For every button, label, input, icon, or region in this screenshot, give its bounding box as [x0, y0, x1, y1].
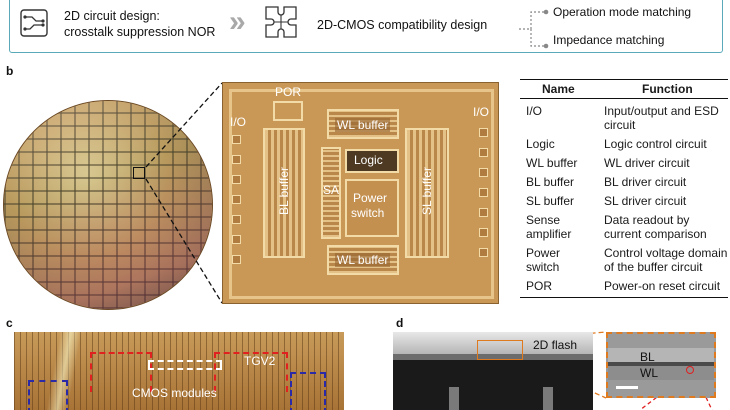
chip-micrograph: I/O I/O POR BL buffer WL buffer SA Logic… [222, 82, 499, 304]
workflow-banner: 2D circuit design: crosstalk suppression… [9, 0, 723, 53]
chip-label-wl-top: WL buffer [335, 118, 391, 132]
chip-label-io-left: I/O [230, 115, 247, 129]
chip-label-bl: BL buffer [277, 166, 291, 215]
table-header: Name Function [520, 79, 728, 99]
bl-label: BL [640, 350, 655, 364]
tgv-region [148, 360, 222, 370]
panel-label-c: c [6, 316, 13, 330]
scale-bar [616, 386, 638, 389]
table-row: WL buffer WL driver circuit [526, 156, 690, 170]
logic-block [345, 149, 399, 173]
wl-label: WL [640, 366, 658, 380]
tgv-label: TGV2 [244, 354, 276, 368]
power-switch-block [345, 179, 399, 237]
step2-title: 2D-CMOS compatibility design [317, 18, 488, 32]
table-row: Logic Logic control circuit [526, 137, 707, 151]
chip-label-sl: SL buffer [420, 166, 434, 215]
wafer-photo [3, 100, 213, 310]
matching-item-impedance: Impedance matching [553, 33, 665, 47]
chip-label-power: Power [353, 191, 388, 205]
por-block [273, 101, 303, 121]
cmos-photo: TGV2 CMOS modules [14, 332, 344, 410]
tem-inset: BL WL [606, 332, 716, 398]
chip-label-io-right: I/O [473, 105, 490, 119]
branch-connector [519, 9, 549, 49]
sa-block [321, 147, 341, 239]
red-region-right [214, 352, 288, 392]
sl-buffer-block [405, 128, 449, 258]
step1-title: 2D circuit design: [64, 9, 160, 23]
blue-region-right [290, 372, 326, 410]
chip-label-por: POR [275, 85, 302, 99]
chip-label-wl-bottom: WL buffer [335, 253, 391, 267]
chip-label-switch: switch [351, 206, 385, 220]
table-row: BL buffer BL driver circuit [526, 175, 687, 189]
wafer-zoom-marker [133, 167, 145, 179]
panel-label-d: d [396, 316, 404, 330]
red-region-left [90, 352, 152, 392]
chip-label-sa: SA [323, 183, 340, 197]
table-row: SL buffer SL driver circuit [526, 194, 687, 208]
cross-section-photo: 2D flash [393, 332, 593, 410]
table-row: POR Power-on reset circuit [520, 276, 728, 298]
step1-subtitle: crosstalk suppression NOR [64, 25, 216, 39]
zoom-region-box [477, 340, 523, 360]
puzzle-icon [265, 6, 297, 38]
highlight-circle [686, 366, 694, 374]
panel-label-b: b [6, 64, 14, 78]
blue-region-left [28, 380, 68, 410]
chip-label-logic: Logic [354, 153, 383, 167]
flash-label: 2D flash [533, 338, 578, 352]
matching-item-operation: Operation mode matching [553, 5, 692, 19]
bl-buffer-block [263, 128, 305, 258]
circuit-icon [20, 9, 48, 37]
cmos-modules-label: CMOS modules [132, 386, 217, 400]
